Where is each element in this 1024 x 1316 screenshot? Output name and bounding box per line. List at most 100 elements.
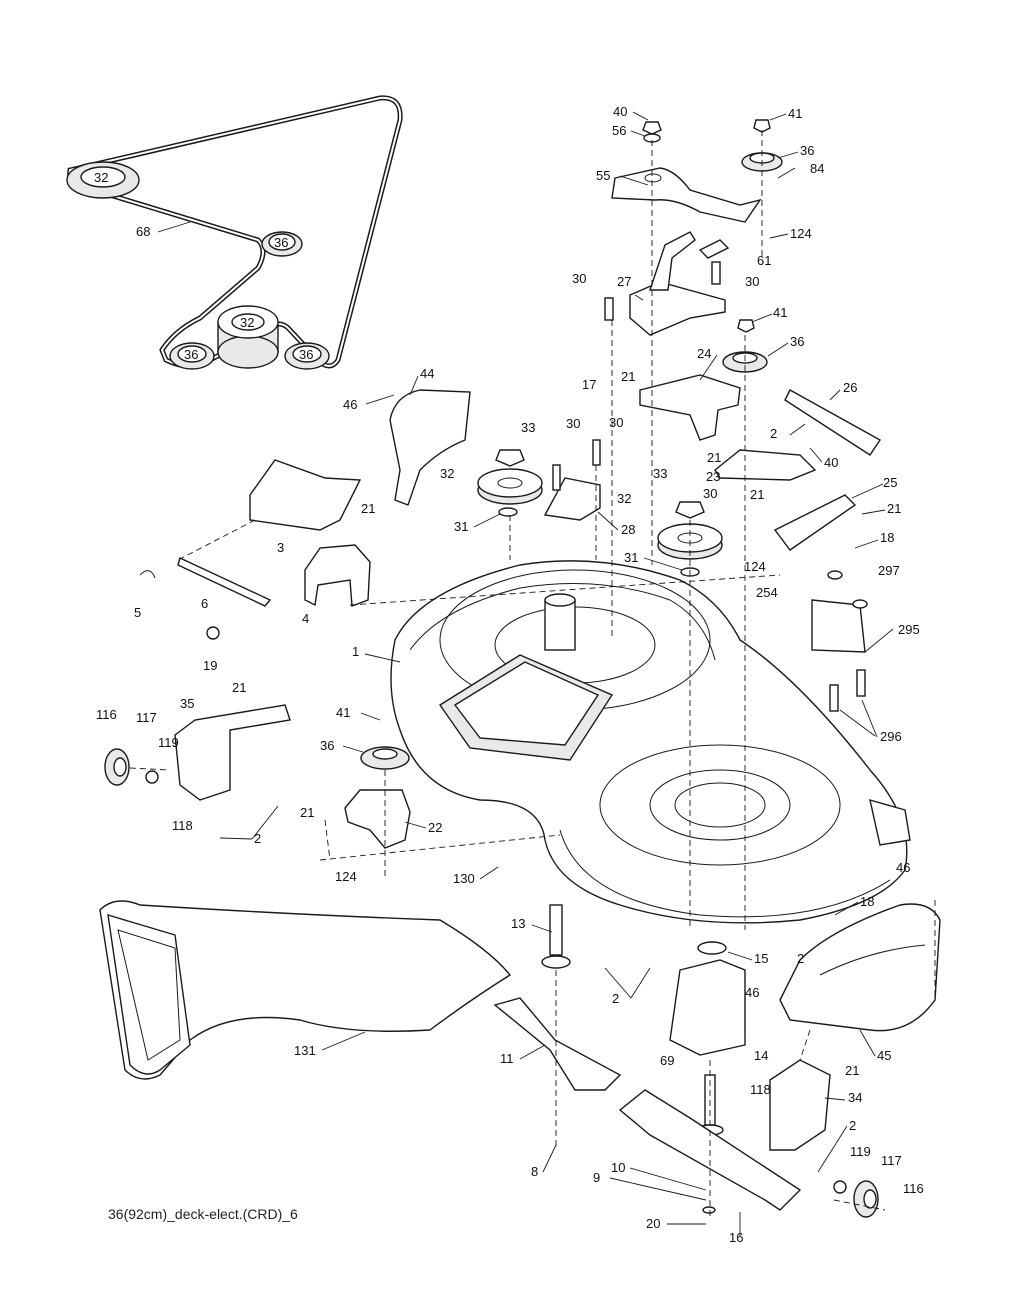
callout-18: 18 xyxy=(860,894,874,909)
callout-46: 46 xyxy=(745,985,759,1000)
callout-24: 24 xyxy=(697,346,711,361)
callout-116: 116 xyxy=(96,707,117,722)
callout-41: 41 xyxy=(336,705,350,720)
callout-15: 15 xyxy=(754,951,768,966)
callout-2: 2 xyxy=(770,426,777,441)
callout-21: 21 xyxy=(845,1063,859,1078)
callout-21: 21 xyxy=(232,680,246,695)
callout-5: 5 xyxy=(134,605,141,620)
callout-2: 2 xyxy=(849,1118,856,1133)
callout-296: 296 xyxy=(880,729,902,744)
callout-35: 35 xyxy=(180,696,194,711)
callout-28: 28 xyxy=(621,522,635,537)
callout-33: 33 xyxy=(653,466,667,481)
callout-45: 45 xyxy=(877,1048,891,1063)
callout-30: 30 xyxy=(745,274,759,289)
belt-routing-diagram: 32 36 32 36 36 68 xyxy=(66,95,403,370)
callout-44: 44 xyxy=(420,366,434,381)
blade-pulleys xyxy=(477,439,723,577)
callout-124: 124 xyxy=(335,869,357,884)
callout-117: 117 xyxy=(881,1153,902,1168)
callout-26: 26 xyxy=(843,380,857,395)
callout-23: 23 xyxy=(706,469,720,484)
pulley-36-right: 36 xyxy=(284,342,330,370)
pulley-label: 32 xyxy=(94,170,108,185)
callout-36: 36 xyxy=(800,143,814,158)
assembly-guide-lines xyxy=(129,130,936,1220)
mower-deck-housing xyxy=(390,560,911,924)
pulley-36-middle: 36 xyxy=(261,231,303,257)
callout-21: 21 xyxy=(887,501,901,516)
callout-18: 18 xyxy=(880,530,894,545)
callout-10: 10 xyxy=(611,1160,625,1175)
callout-124: 124 xyxy=(790,226,812,241)
callout-14: 14 xyxy=(754,1048,768,1063)
callout-119: 119 xyxy=(158,735,179,750)
callout-21: 21 xyxy=(750,487,764,502)
callout-2: 2 xyxy=(797,951,804,966)
callout-30: 30 xyxy=(609,415,623,430)
callout-118: 118 xyxy=(750,1082,771,1097)
callout-3: 3 xyxy=(277,540,284,555)
callout-68: 68 xyxy=(136,224,150,239)
callout-32: 32 xyxy=(440,466,454,481)
right-side-parts xyxy=(779,570,941,1032)
pulley-label: 36 xyxy=(299,347,313,362)
callout-295: 295 xyxy=(898,622,920,637)
callout-84: 84 xyxy=(810,161,824,176)
callout-30: 30 xyxy=(703,486,717,501)
callout-56: 56 xyxy=(612,123,626,138)
pulley-label: 36 xyxy=(184,347,198,362)
callout-31: 31 xyxy=(624,550,638,565)
left-bracket-parts xyxy=(104,389,471,849)
callout-9: 9 xyxy=(593,1170,600,1185)
callout-46: 46 xyxy=(896,860,910,875)
callout-34: 34 xyxy=(848,1090,862,1105)
callout-13: 13 xyxy=(511,916,525,931)
callout-117: 117 xyxy=(136,710,157,725)
callout-36: 36 xyxy=(320,738,334,753)
callout-254: 254 xyxy=(756,585,778,600)
callout-130: 130 xyxy=(453,871,475,886)
callout-1: 1 xyxy=(352,644,359,659)
callout-61: 61 xyxy=(757,253,771,268)
callout-2: 2 xyxy=(254,831,261,846)
callout-55: 55 xyxy=(596,168,610,183)
callout-131: 131 xyxy=(294,1043,316,1058)
callout-119: 119 xyxy=(850,1144,871,1159)
discharge-chute xyxy=(99,900,512,1080)
callout-20: 20 xyxy=(646,1216,660,1231)
callout-40: 40 xyxy=(613,104,627,119)
callout-21: 21 xyxy=(300,805,314,820)
pulley-32-bottom: 32 xyxy=(217,305,279,369)
callout-4: 4 xyxy=(302,611,309,626)
callout-41: 41 xyxy=(773,305,787,320)
callout-40: 40 xyxy=(824,455,838,470)
leader-lines xyxy=(219,111,894,1236)
callout-11: 11 xyxy=(500,1051,514,1066)
callout-8: 8 xyxy=(531,1164,538,1179)
callout-116: 116 xyxy=(903,1181,924,1196)
drawing-reference-caption: 36(92cm)_deck-elect.(CRD)_6 xyxy=(108,1206,298,1222)
callout-16: 16 xyxy=(729,1230,743,1245)
callout-22: 22 xyxy=(428,820,442,835)
callout-labels: 40 41 56 36 84 55 124 61 30 27 30 41 36 … xyxy=(96,104,924,1245)
callout-118: 118 xyxy=(172,818,193,833)
callout-31: 31 xyxy=(454,519,468,534)
callout-21: 21 xyxy=(707,450,721,465)
callout-25: 25 xyxy=(883,475,897,490)
callout-30: 30 xyxy=(566,416,580,431)
callout-32: 32 xyxy=(617,491,631,506)
callout-41: 41 xyxy=(788,106,802,121)
callout-69: 69 xyxy=(660,1053,674,1068)
pulley-36-left: 36 xyxy=(169,342,215,370)
callout-33: 33 xyxy=(521,420,535,435)
callout-6: 6 xyxy=(201,596,208,611)
callout-27: 27 xyxy=(617,274,631,289)
callout-30: 30 xyxy=(572,271,586,286)
callout-2: 2 xyxy=(612,991,619,1006)
callout-36: 36 xyxy=(790,334,804,349)
callout-124: 124 xyxy=(744,559,766,574)
idler-arm-assembly xyxy=(604,119,882,551)
